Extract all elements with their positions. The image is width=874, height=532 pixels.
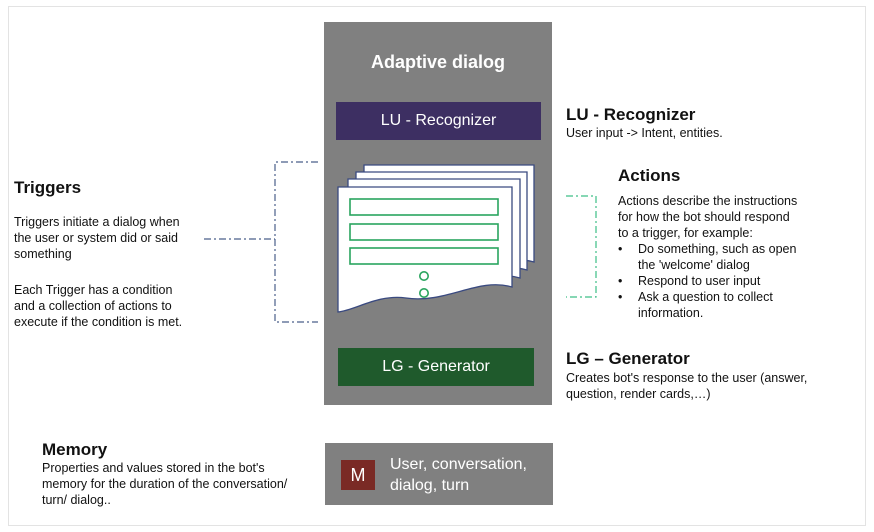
- memory-line-1: Properties and values stored in the bot'…: [42, 461, 265, 475]
- actions-description: Actions describe the instructions for ho…: [618, 193, 797, 241]
- bullet-marker: •: [618, 290, 623, 304]
- triggers-condition-description: Each Trigger has a condition and a colle…: [14, 282, 182, 330]
- triggers-line-1: Triggers initiate a dialog when: [14, 215, 180, 229]
- memory-title: Memory: [42, 440, 108, 459]
- document-dot-1: [418, 270, 429, 281]
- actions-bullet-item: • Do something, such as open the 'welcom…: [618, 241, 796, 273]
- triggers-line-3: something: [14, 247, 72, 261]
- lu-recognizer-description: User input -> Intent, entities.: [566, 126, 723, 140]
- bullet-3-line-1: Ask a question to collect: [638, 290, 773, 304]
- triggers-description: Triggers initiate a dialog when the user…: [14, 214, 180, 262]
- triggers-title: Triggers: [14, 178, 82, 197]
- document-field-1: [349, 198, 499, 216]
- actions-document-stack: [337, 164, 535, 313]
- bullet-marker: •: [618, 242, 623, 256]
- actions-bullet-item: • Ask a question to collect information.: [618, 289, 796, 321]
- lu-box-label: LU - Recognizer: [380, 112, 497, 129]
- document-field-2: [349, 223, 499, 241]
- actions-bullet-item: • Respond to user input: [618, 273, 796, 289]
- lu-recognizer-box: LU - Recognizer: [336, 102, 541, 140]
- panel-title: Adaptive dialog: [370, 52, 505, 72]
- memory-badge: M: [341, 460, 375, 490]
- document-field-3: [349, 247, 499, 265]
- triggers-bracket: [204, 161, 318, 323]
- document-page-front: [337, 186, 513, 313]
- triggers-cond-line-3: execute if the condition is met.: [14, 315, 183, 329]
- memory-line-3: turn/ dialog..: [42, 493, 111, 507]
- memory-box-line-1: User, conversation,: [390, 456, 527, 473]
- lg-generator-title: LG – Generator: [566, 349, 690, 368]
- actions-bullet-list: • Do something, such as open the 'welcom…: [618, 241, 796, 321]
- lg-box-label: LG - Generator: [382, 358, 490, 375]
- memory-line-2: memory for the duration of the conversat…: [42, 477, 288, 491]
- actions-line-1: Actions describe the instructions: [618, 194, 798, 208]
- lu-recognizer-title: LU - Recognizer: [566, 105, 696, 124]
- triggers-line-2: the user or system did or said: [14, 231, 178, 245]
- actions-bracket: [566, 195, 597, 298]
- lg-line-2: question, render cards,…): [566, 387, 711, 401]
- memory-box-text: User, conversation, dialog, turn: [390, 454, 550, 496]
- memory-description: Properties and values stored in the bot'…: [42, 460, 287, 508]
- lg-line-1: Creates bot's response to the user (answ…: [566, 371, 808, 385]
- actions-line-3: to a trigger, for example:: [618, 226, 753, 240]
- bullet-1-line-2: the 'welcome' dialog: [638, 258, 750, 272]
- bullet-marker: •: [618, 274, 623, 288]
- lg-generator-box: LG - Generator: [338, 348, 534, 386]
- triggers-cond-line-2: and a collection of actions to: [14, 299, 172, 313]
- triggers-cond-line-1: Each Trigger has a condition: [14, 283, 173, 297]
- bullet-3-line-2: information.: [638, 306, 704, 320]
- actions-title: Actions: [618, 166, 681, 185]
- lg-generator-description: Creates bot's response to the user (answ…: [566, 370, 807, 402]
- actions-line-2: for how the bot should respond: [618, 210, 790, 224]
- bullet-1-line-1: Do something, such as open: [638, 242, 797, 256]
- document-dot-2: [418, 287, 429, 298]
- memory-box-line-2: dialog, turn: [390, 477, 470, 494]
- bullet-2-line-1: Respond to user input: [638, 274, 761, 288]
